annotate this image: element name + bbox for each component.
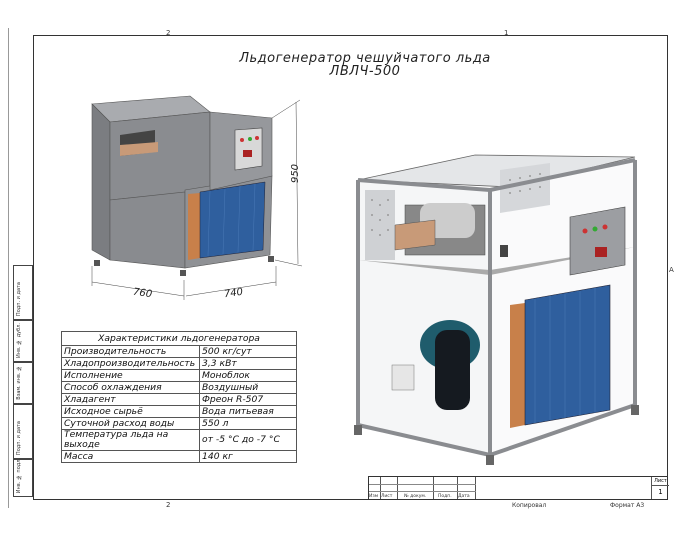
strip-orig-inv: Инв. № подл. bbox=[13, 458, 33, 497]
strip-replace-inv: Взам. инв. № bbox=[13, 362, 33, 404]
zone-bottom-2: 2 bbox=[166, 501, 171, 509]
spec-value: 550 л bbox=[199, 417, 297, 430]
tb-col-doc: № докум. bbox=[404, 494, 427, 499]
zone-top-2: 2 bbox=[166, 29, 171, 37]
spec-key: Исполнение bbox=[61, 369, 200, 382]
strip-dup-inv: Инв. № дубл. bbox=[13, 320, 33, 362]
title-line-1: Льдогенератор чешуйчатого льда bbox=[239, 51, 491, 66]
spec-key: Способ охлаждения bbox=[61, 381, 200, 394]
spec-key: Температура льда на выходе bbox=[61, 429, 200, 451]
spec-value: Фреон R-507 bbox=[199, 393, 297, 406]
spec-value: от -5 °С до -7 °С bbox=[199, 429, 297, 451]
format-label: Формат А3 bbox=[610, 502, 645, 509]
spec-key: Хладопроизводительность bbox=[61, 357, 200, 370]
machine-front-view bbox=[91, 95, 303, 300]
machine-internal-view bbox=[354, 154, 639, 465]
spec-value: 3,3 кВт bbox=[199, 357, 297, 370]
spec-key: Исходное сырьё bbox=[61, 405, 200, 418]
spec-key: Масса bbox=[61, 450, 200, 463]
zone-right-a: A bbox=[669, 266, 674, 274]
title-block: Изм Лист № докум. Подп. Дата Лист 1 bbox=[368, 476, 669, 500]
spec-value: Воздушный bbox=[199, 381, 297, 394]
specs-header: Характеристики льдогенератора bbox=[61, 331, 297, 346]
spec-value: 500 кг/сут bbox=[199, 345, 297, 358]
tb-sheet-label: Лист bbox=[652, 477, 669, 486]
tb-col-date: Дата bbox=[458, 494, 470, 499]
strip-sign-date-1: Подп. и дата bbox=[13, 265, 33, 320]
copied-label: Копировал bbox=[512, 502, 547, 509]
spec-value: Моноблок bbox=[199, 369, 297, 382]
zone-top-1: 1 bbox=[504, 29, 509, 37]
drawing-title: Льдогенератор чешуйчатого льда ЛВЛЧ-500 bbox=[210, 52, 520, 78]
spec-value: Вода питьевая bbox=[199, 405, 297, 418]
spec-value: 140 кг bbox=[199, 450, 297, 463]
spec-key: Суточной расход воды bbox=[61, 417, 200, 430]
drawing-frame bbox=[33, 35, 668, 500]
strip-sign-date-2: Подп. и дата bbox=[13, 404, 33, 459]
spec-key: Производительность bbox=[61, 345, 200, 358]
tb-col-change: Изм bbox=[369, 494, 379, 499]
tb-sheet-number: 1 bbox=[658, 488, 663, 496]
outer-border bbox=[8, 28, 675, 508]
specs-table: Характеристики льдогенератора Производит… bbox=[61, 331, 297, 463]
spec-key: Хладагент bbox=[61, 393, 200, 406]
title-line-2: ЛВЛЧ-500 bbox=[329, 64, 401, 79]
tb-col-sheet: Лист bbox=[381, 494, 393, 499]
dimension-height: 950 bbox=[290, 163, 302, 184]
tb-col-sign: Подп. bbox=[438, 494, 452, 499]
